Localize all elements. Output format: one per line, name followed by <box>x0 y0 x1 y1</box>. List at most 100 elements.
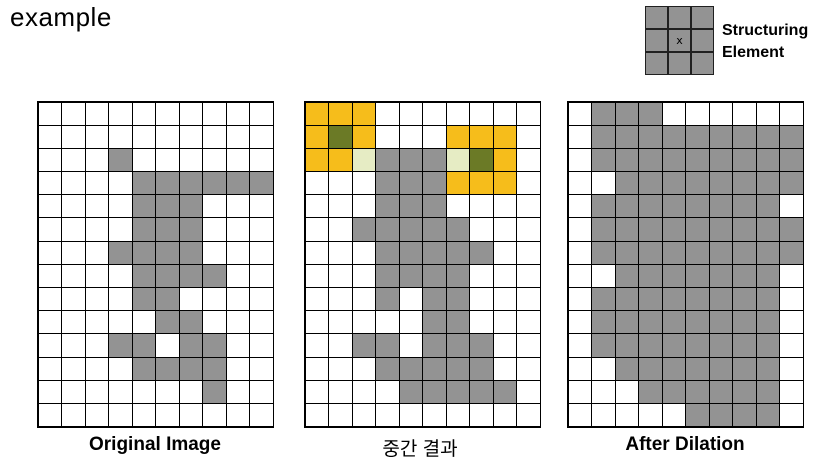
grid-cell <box>61 379 86 404</box>
structuring-element-label-line2: Element <box>722 44 785 61</box>
grid-cell <box>661 379 686 404</box>
grid-cell <box>661 194 686 219</box>
structuring-element-grid: x <box>645 6 714 75</box>
grid-cell <box>84 147 109 173</box>
grid-cell <box>398 402 423 428</box>
grid-cell <box>155 101 180 126</box>
grid-cell <box>131 263 156 288</box>
grid-cell <box>304 240 329 265</box>
grid-cell <box>755 356 780 381</box>
grid-cell <box>249 147 274 173</box>
grid-cell <box>591 147 616 173</box>
grid-cell <box>779 124 804 149</box>
grid-cell <box>131 310 156 335</box>
grid-cell <box>202 240 227 265</box>
grid-cell <box>328 333 353 358</box>
grid-cell <box>445 217 470 242</box>
grid-cell <box>131 171 156 196</box>
grid-cell <box>445 402 470 428</box>
grid-cell <box>516 263 541 288</box>
grid-cell <box>685 333 710 358</box>
grid-cell <box>398 263 423 288</box>
grid-cell <box>131 287 156 312</box>
grid-cell <box>328 171 353 196</box>
grid-cell <box>492 263 517 288</box>
grid-cell <box>755 147 780 173</box>
grid-cell <box>755 194 780 219</box>
grid-cell <box>755 379 780 404</box>
grid-cell <box>178 194 203 219</box>
grid-cell <box>249 310 274 335</box>
grid-cell <box>225 379 250 404</box>
grid-cell <box>755 263 780 288</box>
grid-cell <box>375 124 400 149</box>
grid-cell <box>225 194 250 219</box>
grid-cell <box>732 333 757 358</box>
grid-cell <box>516 124 541 149</box>
grid-cell <box>614 171 639 196</box>
grid-cell <box>492 147 517 173</box>
grid-cell <box>108 101 133 126</box>
grid-cell <box>755 240 780 265</box>
grid-cell <box>661 402 686 428</box>
se-cell <box>691 29 714 52</box>
grid-cell <box>202 147 227 173</box>
grid-cell <box>708 310 733 335</box>
grid-cell <box>202 263 227 288</box>
grid-cell <box>591 287 616 312</box>
grid-cell <box>225 147 250 173</box>
grid-cell <box>84 240 109 265</box>
grid-cell <box>304 379 329 404</box>
grid-cell <box>178 287 203 312</box>
grid-cell <box>755 171 780 196</box>
grid-cell <box>779 194 804 219</box>
grid-cell <box>398 194 423 219</box>
grid-cell <box>37 124 62 149</box>
grid-cell <box>591 171 616 196</box>
grid-cell <box>304 310 329 335</box>
grid-cell <box>708 333 733 358</box>
grid-cell <box>661 124 686 149</box>
grid-cell <box>708 124 733 149</box>
grid-cell <box>661 333 686 358</box>
grid-cell <box>445 240 470 265</box>
grid-cell <box>567 171 592 196</box>
grid-cell <box>202 217 227 242</box>
grid-cell <box>422 333 447 358</box>
grid-cell <box>567 101 592 126</box>
page-title: example <box>10 2 112 32</box>
grid-cell <box>732 287 757 312</box>
se-center-cell: x <box>668 29 691 52</box>
grid-cell <box>225 171 250 196</box>
grid-cell <box>422 263 447 288</box>
grid-cell <box>155 333 180 358</box>
grid-cell <box>591 240 616 265</box>
grid-cell <box>37 171 62 196</box>
grid-cell <box>469 356 494 381</box>
grid-cell <box>516 217 541 242</box>
grid-cell <box>422 379 447 404</box>
grid-cell <box>516 147 541 173</box>
grid-cell <box>304 101 329 126</box>
grid-cell <box>614 240 639 265</box>
grid-cell <box>685 217 710 242</box>
grid-cell <box>422 402 447 428</box>
grid-cell <box>638 379 663 404</box>
grid-cell <box>131 379 156 404</box>
grid-cell <box>351 263 376 288</box>
grid-cell <box>131 124 156 149</box>
grid-cell <box>375 287 400 312</box>
grid-cell <box>661 217 686 242</box>
grid-cell <box>469 310 494 335</box>
grid-cell <box>178 379 203 404</box>
grid-cell <box>351 124 376 149</box>
grid-cell <box>108 217 133 242</box>
grid-cell <box>755 333 780 358</box>
grid-cell <box>732 217 757 242</box>
grid-cell <box>661 171 686 196</box>
grid-cell <box>108 310 133 335</box>
grid-cell <box>37 147 62 173</box>
grid-cell <box>492 356 517 381</box>
grid-cell <box>708 356 733 381</box>
grid-cell <box>375 217 400 242</box>
